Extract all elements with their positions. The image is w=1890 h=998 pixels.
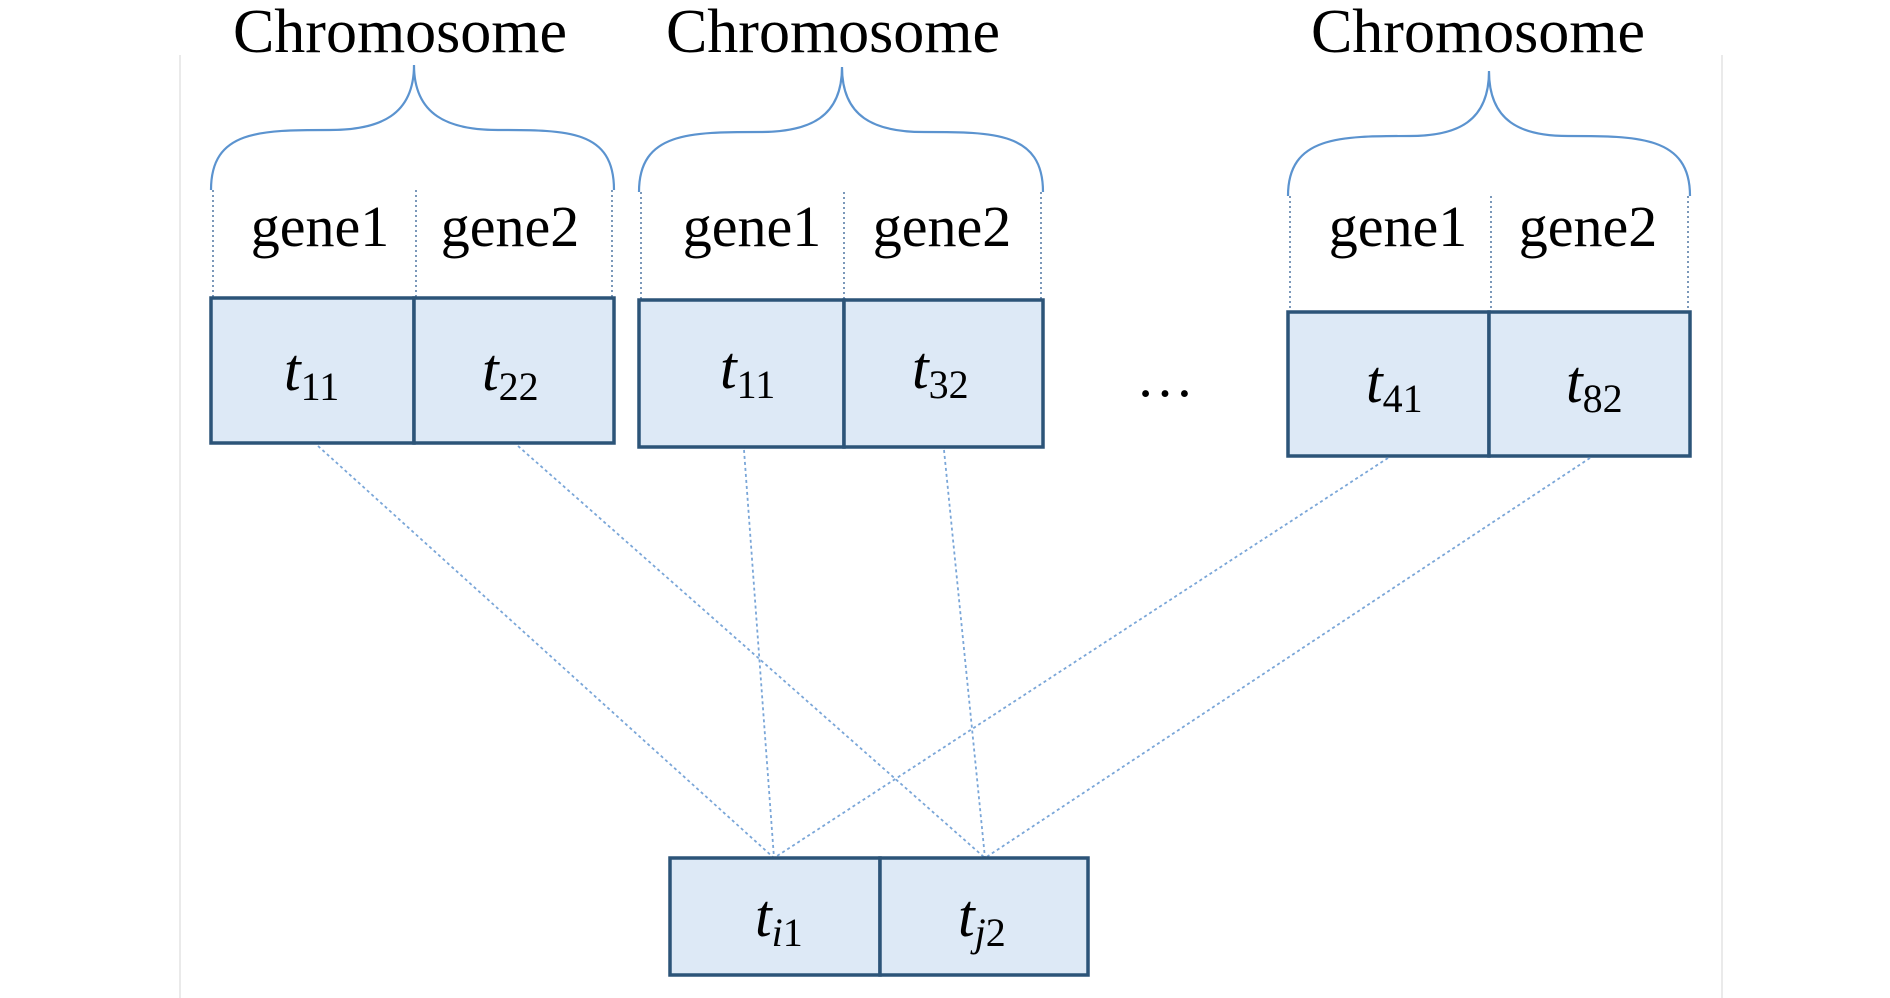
chromosome-2-gene2-cell: [842, 298, 1045, 449]
chromosome-1-gene1-label: gene1: [251, 194, 390, 259]
chromosome-3-gene2-label: gene2: [1519, 194, 1658, 259]
link-c3-gene2-to-offspring-gene2: [984, 457, 1591, 859]
offspring-gene1-value: ti1: [755, 883, 803, 955]
chromosome-1-gene1-value: t11: [284, 337, 339, 409]
link-c2-gene2-to-offspring-gene2: [943, 449, 986, 859]
chromosome-1-gene2-cell: [412, 296, 616, 445]
chromosome-2-gene2-value: t32: [912, 335, 969, 407]
chromosome-1-brace: [209, 64, 616, 191]
inheritance-links: [317, 445, 1591, 859]
chromosome-2-gene1-value: t11: [720, 335, 775, 407]
chromosome-1-label: Chromosome: [233, 0, 567, 66]
chromosome-2-gene1-cell: [637, 298, 846, 449]
offspring-gene2-value: tj2: [958, 883, 1006, 955]
chromosome-3-gene1-cell: [1286, 310, 1491, 458]
chromosome-3-gene2-value: t82: [1566, 349, 1623, 421]
chromosome-1-gene2-label: gene2: [441, 194, 580, 259]
chromosome-2-label: Chromosome: [666, 0, 1000, 66]
link-c1-gene2-to-offspring-gene2: [517, 445, 986, 859]
link-c1-gene1-to-offspring-gene1: [317, 445, 775, 859]
link-c3-gene1-to-offspring-gene1: [773, 457, 1389, 859]
chromosome-1-gene2-value: t22: [482, 337, 539, 409]
offspring-chromosome: ti1 tj2: [668, 856, 1090, 977]
chromosome-2-gene1-label: gene1: [683, 194, 822, 259]
offspring-gene2-cell: [878, 856, 1090, 977]
offspring-gene1-cell: [668, 856, 882, 977]
chromosome-1-gene1-cell: [209, 296, 416, 445]
chromosome-3: Chromosome gene1 gene2 t41 t82: [1286, 0, 1692, 458]
link-c2-gene1-to-offspring-gene1: [743, 449, 775, 859]
chromosome-3-gene2-cell: [1487, 310, 1692, 458]
chromosome-2-gene2-label: gene2: [873, 194, 1012, 259]
chromosome-3-brace: [1286, 70, 1692, 197]
chromosome-3-gene1-value: t41: [1366, 349, 1423, 421]
chromosome-3-gene1-label: gene1: [1329, 194, 1468, 259]
chromosome-2-brace: [637, 66, 1045, 193]
chromosome-2: Chromosome gene1 gene2 t11 t32: [637, 0, 1045, 449]
chromosome-1: Chromosome gene1 gene2 t11 t22: [209, 0, 616, 445]
chromosome-3-label: Chromosome: [1311, 0, 1645, 66]
ellipsis: …: [1136, 344, 1194, 409]
